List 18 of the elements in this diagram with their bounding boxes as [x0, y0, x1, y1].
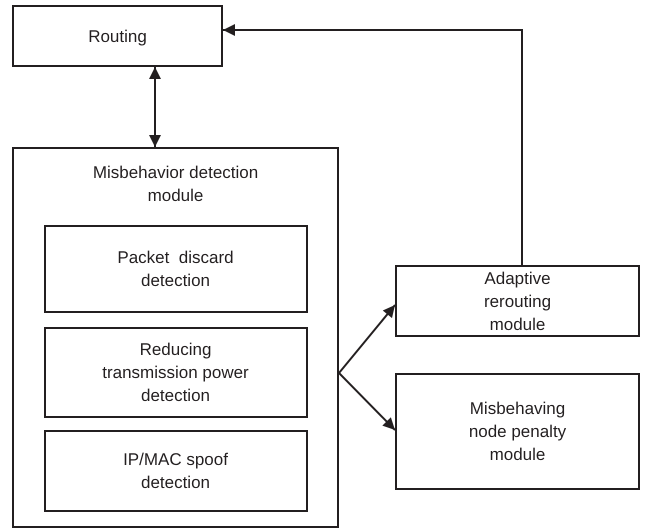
- process-box: [44, 327, 308, 418]
- process-box: [44, 225, 308, 313]
- process-box: [395, 265, 640, 337]
- box-label: Packet discard detection: [116, 247, 235, 292]
- arrow: [338, 372, 396, 431]
- arrow: [149, 67, 161, 147]
- box-label: Reducing transmission power detection: [101, 339, 250, 407]
- box-label: IP/MAC spoof detection: [122, 449, 229, 494]
- box-label: Routing: [88, 26, 147, 48]
- arrow: [338, 304, 396, 374]
- process-box: [395, 373, 640, 490]
- arrow: [223, 24, 523, 265]
- box-label: Misbehavior detection module: [92, 162, 260, 207]
- process-box: [12, 5, 223, 67]
- box-label: Adaptive rerouting module: [482, 268, 552, 336]
- module-container: [12, 147, 339, 528]
- process-box: [44, 430, 308, 512]
- box-label: Misbehaving node penalty module: [468, 398, 568, 466]
